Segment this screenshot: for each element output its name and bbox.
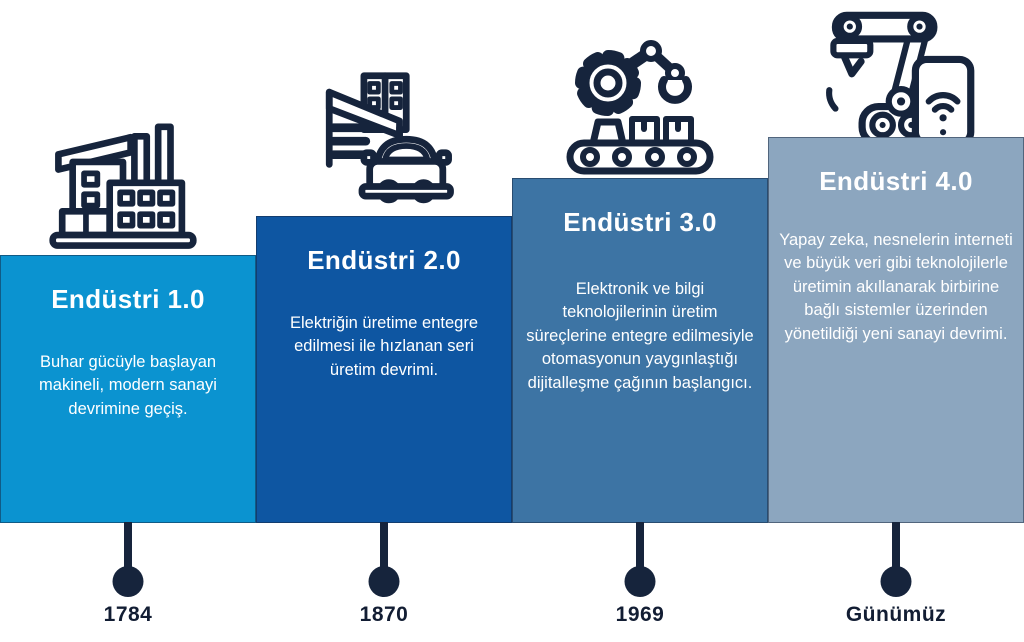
robotic-conveyor-icon [558,40,718,175]
timeline-dot [624,566,656,597]
timeline-dot [880,566,912,597]
era-column-industry-2: Endüstri 2.0 Elektriğin üretime entegre … [256,0,512,642]
era-panel-industry-1: Endüstri 1.0 Buhar gücüyle başlayan maki… [0,255,256,523]
timeline-stem [892,522,900,570]
timeline-year-label: 1870 [359,603,409,626]
car-assembly-icon [310,70,464,210]
era-panel-industry-4: Endüstri 4.0 Yapay zeka, nesnelerin inte… [768,137,1024,523]
timeline-year-label: 1784 [103,603,153,626]
era-description: Buhar gücüyle başlayan makineli, modern … [39,353,217,418]
timeline-year-label: 1969 [615,603,665,626]
era-title: Endüstri 2.0 [307,245,461,275]
era-description: Yapay zeka, nesnelerin interneti ve büyü… [779,231,1013,343]
era-description: Elektriğin üretime entegre edilmesi ile … [289,314,478,379]
timeline-dot [368,566,400,597]
factory-icon [47,123,199,256]
timeline-stem [124,522,132,570]
era-column-industry-3: Endüstri 3.0 Elektronik ve bilgi teknolo… [512,0,768,642]
timeline-year-label: Günümüz [845,603,947,626]
era-title: Endüstri 4.0 [819,166,973,196]
era-title: Endüstri 1.0 [51,284,205,314]
era-column-industry-1: Endüstri 1.0 Buhar gücüyle başlayan maki… [0,0,256,642]
era-title: Endüstri 3.0 [563,207,717,237]
timeline-stem [380,522,388,570]
era-panel-industry-3: Endüstri 3.0 Elektronik ve bilgi teknolo… [512,178,768,523]
timeline-stem [636,522,644,570]
smart-robot-phone-icon [817,2,981,146]
era-panel-industry-2: Endüstri 2.0 Elektriğin üretime entegre … [256,216,512,523]
era-column-industry-4: Endüstri 4.0 Yapay zeka, nesnelerin inte… [768,0,1024,642]
era-description: Elektronik ve bilgi teknolojilerinin üre… [526,280,754,392]
timeline-dot [112,566,144,597]
